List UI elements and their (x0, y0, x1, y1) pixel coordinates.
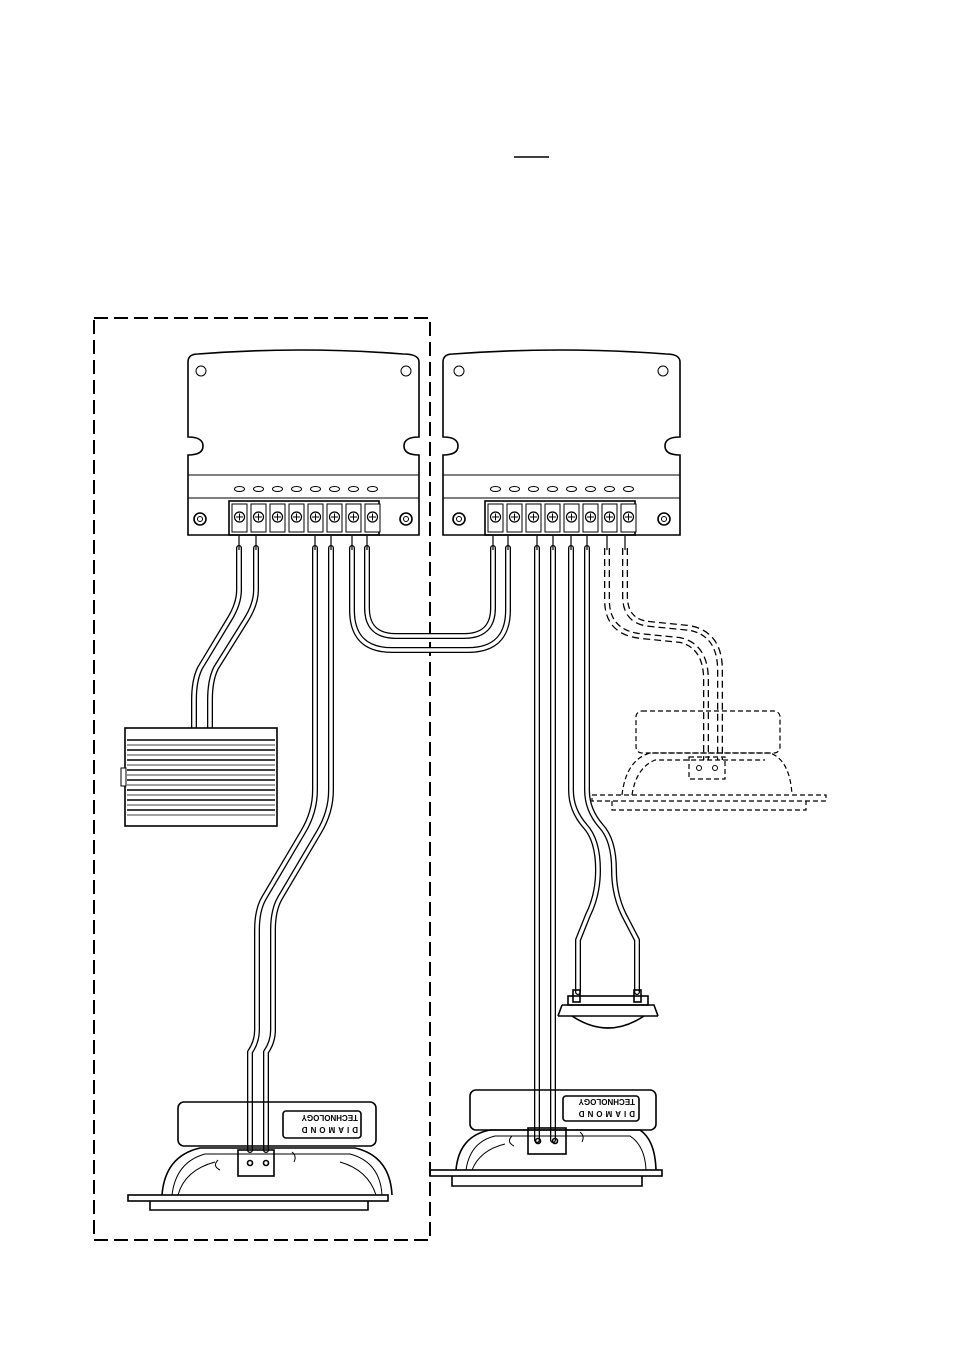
logo-text-line1: DIAMOND (299, 1125, 358, 1134)
logo-text-line1-right: DIAMOND (576, 1109, 635, 1118)
woofer-right: DIAMOND TECHNOLOGY (430, 1090, 662, 1186)
terminal-label (529, 487, 539, 492)
terminal-label (624, 487, 634, 492)
wire-lwoof-1 (250, 548, 315, 1150)
logo-text-line2-right: TECHNOLOGY (578, 1097, 635, 1106)
crossover-right (443, 350, 680, 535)
amplifier (121, 728, 277, 826)
terminal-label (273, 487, 283, 492)
wire-lwoof-2 (266, 548, 331, 1150)
terminal-label (586, 487, 596, 492)
terminal-label (510, 487, 520, 492)
logo-text-line2: TECHNOLOGY (301, 1113, 358, 1122)
terminal-label (605, 487, 615, 492)
tweeter (558, 990, 658, 1028)
terminal-label (292, 487, 302, 492)
wire-opt-1 (607, 548, 706, 760)
terminal-label (548, 487, 558, 492)
terminal-label (330, 487, 340, 492)
woofer-left: DIAMOND TECHNOLOGY (128, 1102, 392, 1210)
terminal-label (368, 487, 378, 492)
crossover-left (188, 350, 419, 535)
terminal-label (491, 487, 501, 492)
terminal-label (254, 487, 264, 492)
terminal-label (567, 487, 577, 492)
terminal-label (311, 487, 321, 492)
terminal-label (349, 487, 359, 492)
wires (194, 536, 720, 1150)
terminal-label (235, 487, 245, 492)
